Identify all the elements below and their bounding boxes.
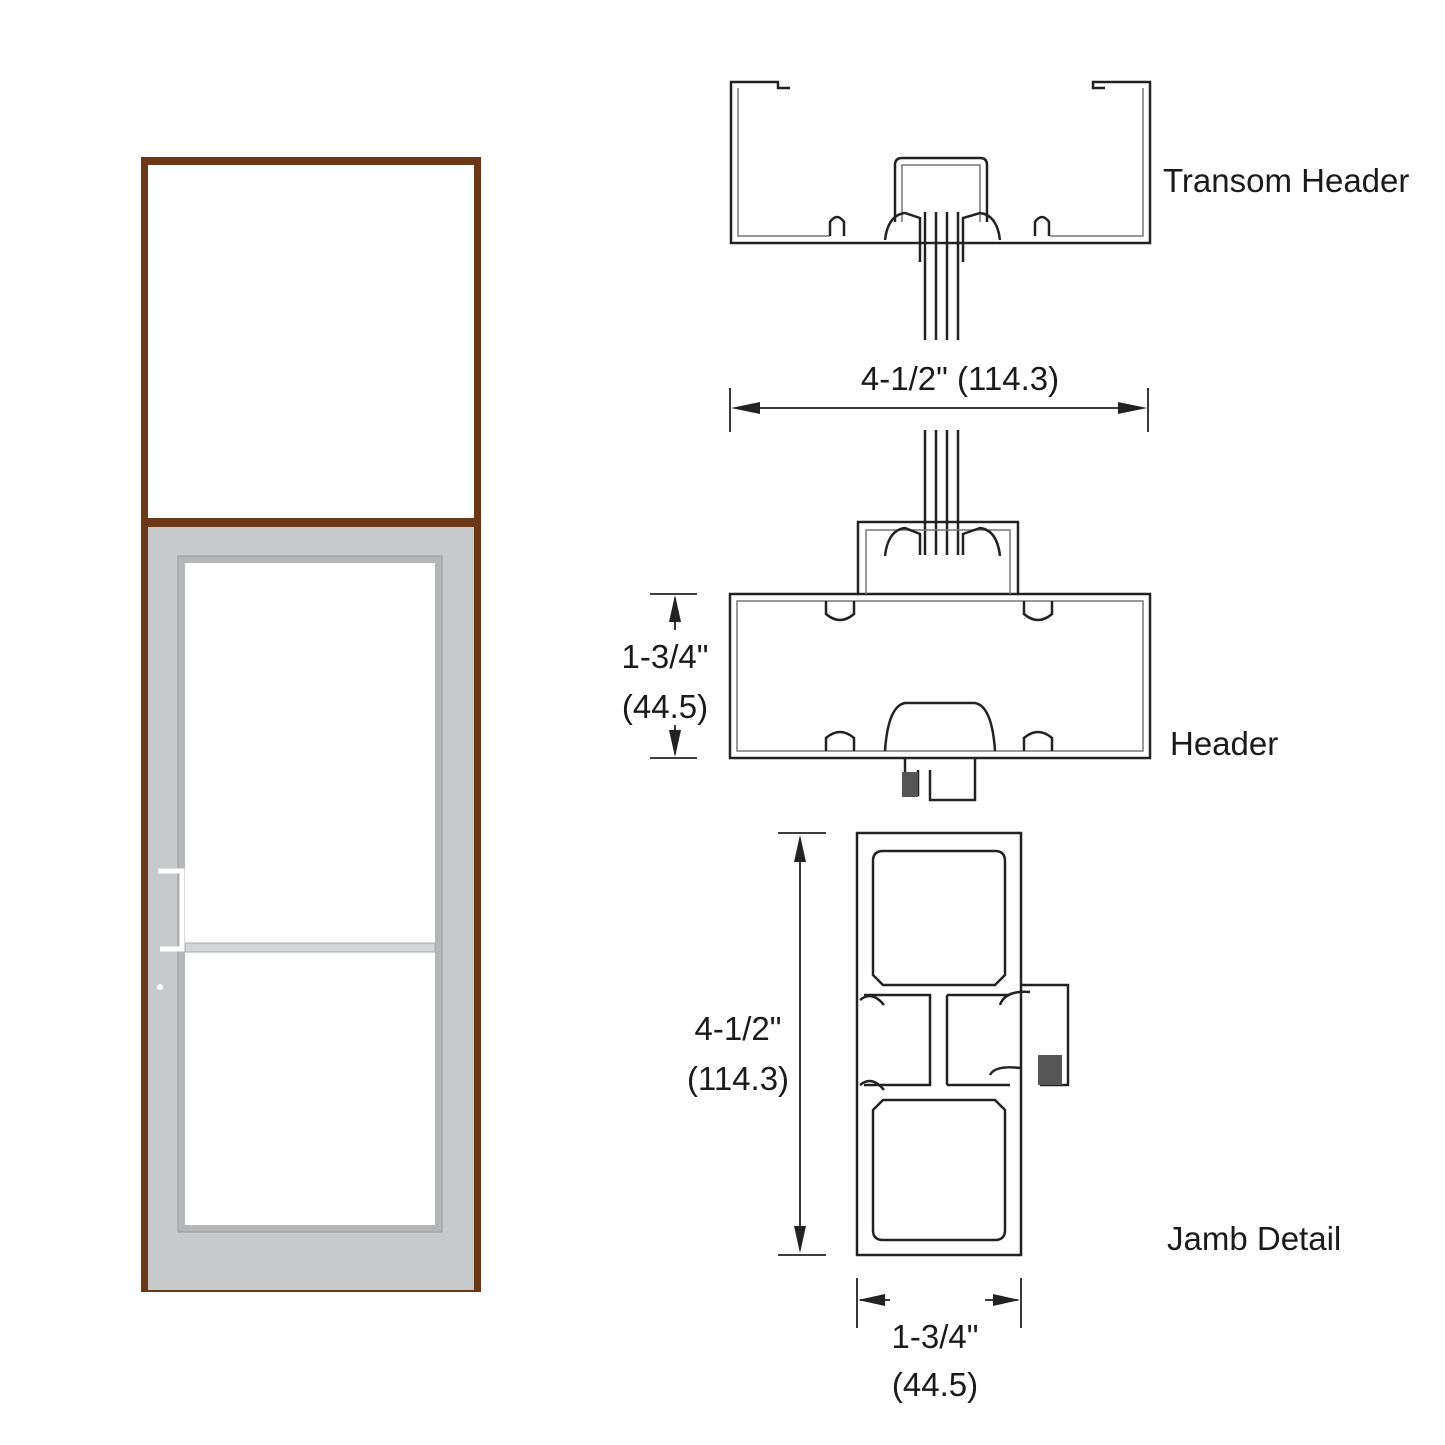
dimension-label-jamb-depth-in: 1-3/4"	[892, 1318, 979, 1355]
dimension-label-header-depth-mm: (44.5)	[622, 688, 708, 725]
transom-glass	[148, 165, 474, 518]
header-profile	[728, 520, 1152, 802]
dimension-label-jamb-width-mm: (114.3)	[687, 1060, 789, 1097]
dimension-label-jamb-width-in: 4-1/2"	[695, 1010, 782, 1047]
dimension-label-transom-width: 4-1/2" (114.3)	[861, 360, 1059, 397]
label-header: Header	[1170, 725, 1278, 762]
label-transom-header: Transom Header	[1163, 162, 1409, 199]
transom-header-profile	[729, 80, 1152, 555]
door-glass	[185, 563, 435, 1225]
label-jamb-detail: Jamb Detail	[1167, 1220, 1341, 1257]
door-elevation	[141, 157, 481, 1292]
dimension-jamb-depth	[856, 1278, 1022, 1328]
dimension-transom-width	[729, 388, 1149, 432]
door-pull-handle[interactable]	[158, 868, 185, 952]
dimension-label-jamb-depth-mm: (44.5)	[892, 1366, 978, 1403]
glass-panel-lines	[923, 212, 960, 555]
dimension-jamb-width	[778, 832, 826, 1256]
keyhole	[157, 984, 163, 990]
mid-rail	[184, 942, 436, 953]
jamb-profile	[855, 831, 1070, 1257]
dimension-label-header-depth-in: 1-3/4"	[622, 638, 709, 675]
dimension-header-depth	[650, 593, 697, 759]
